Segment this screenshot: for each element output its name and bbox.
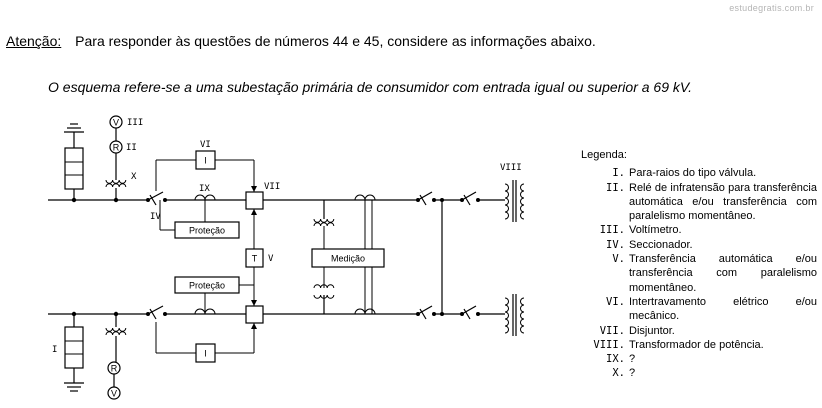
voltmeter-symbol-upper	[109, 115, 123, 129]
label-i: I	[52, 345, 57, 355]
protection-label-lower: Proteção	[189, 281, 225, 291]
legend-item: VI.Intertravamento elétrico e/ou mecânic…	[606, 295, 817, 323]
power-transformer-upper	[504, 180, 525, 222]
intro-text: O esquema refere-se a uma subestação pri…	[48, 79, 693, 95]
protection-label-upper: Proteção	[189, 226, 225, 236]
voltmeter-symbol-lower	[107, 386, 121, 400]
transfer-unit: T	[245, 209, 264, 306]
attention-line: Atenção: Para responder às questões de n…	[6, 33, 596, 49]
label-iv: IV	[150, 212, 161, 222]
voltmeter-letter-upper: V	[113, 118, 119, 128]
interlock-lower: I	[155, 322, 257, 363]
substation-diagram: R V I Proteção	[48, 115, 525, 400]
legend-item: IV.Seccionador.	[606, 238, 693, 251]
label-iii: III	[127, 118, 143, 128]
label-ii: II	[126, 143, 137, 153]
measurement-label: Medição	[331, 254, 365, 264]
legend-item: VII.Disjuntor.	[599, 324, 675, 337]
potential-transformer-lower: R V	[105, 314, 127, 400]
interlock-letter-lower: I	[204, 349, 207, 359]
legend: Legenda: I.Para-raios do tipo válvula. I…	[581, 148, 817, 381]
label-vi: VI	[200, 140, 211, 150]
upper-feeder: R V I Proteção	[48, 115, 525, 316]
label-ix: IX	[199, 184, 210, 194]
protection-box-upper: Proteção	[159, 200, 240, 239]
power-transformer-lower	[504, 294, 525, 336]
disconnect-upper	[147, 191, 164, 206]
lower-feeder: R V Proteção I	[48, 267, 525, 400]
protection-box-lower: Proteção	[174, 276, 254, 314]
measurement-box: Medição	[311, 248, 385, 268]
legend-title: Legenda:	[581, 149, 627, 161]
potential-transformer-upper: R V	[105, 115, 127, 200]
interlock-letter-upper: I	[204, 156, 207, 166]
current-transformer-upper	[194, 194, 216, 201]
surge-arrester-lower	[64, 314, 84, 392]
label-v: V	[268, 254, 274, 264]
attention-label: Atenção:	[6, 33, 62, 49]
watermark: estudegratis.com.br	[729, 3, 814, 13]
transfer-letter: T	[252, 254, 258, 264]
legend-item: V.Transferência automática e/ou transfer…	[612, 253, 817, 294]
legend-item: IX.?	[606, 353, 636, 366]
relay-letter-upper: R	[113, 143, 120, 153]
legend-item: II.Relé de infratensão para transferênci…	[606, 181, 817, 223]
label-vii: VII	[264, 182, 280, 192]
voltmeter-letter-lower: V	[111, 389, 117, 399]
label-x: X	[131, 172, 137, 182]
label-viii: VIII	[500, 163, 522, 173]
legend-item: VIII.Transformador de potência.	[593, 338, 764, 351]
legend-item: X.?	[612, 367, 636, 380]
interlock-upper: I	[155, 150, 257, 192]
surge-arrester-upper	[64, 123, 84, 200]
legend-item: I.Para-raios do tipo válvula.	[612, 167, 757, 180]
breaker-lower	[245, 305, 264, 324]
attention-text: Para responder às questões de números 44…	[75, 33, 596, 49]
relay-letter-lower: R	[111, 364, 118, 374]
legend-item: III.Voltímetro.	[599, 224, 682, 237]
breaker-upper	[245, 191, 264, 210]
